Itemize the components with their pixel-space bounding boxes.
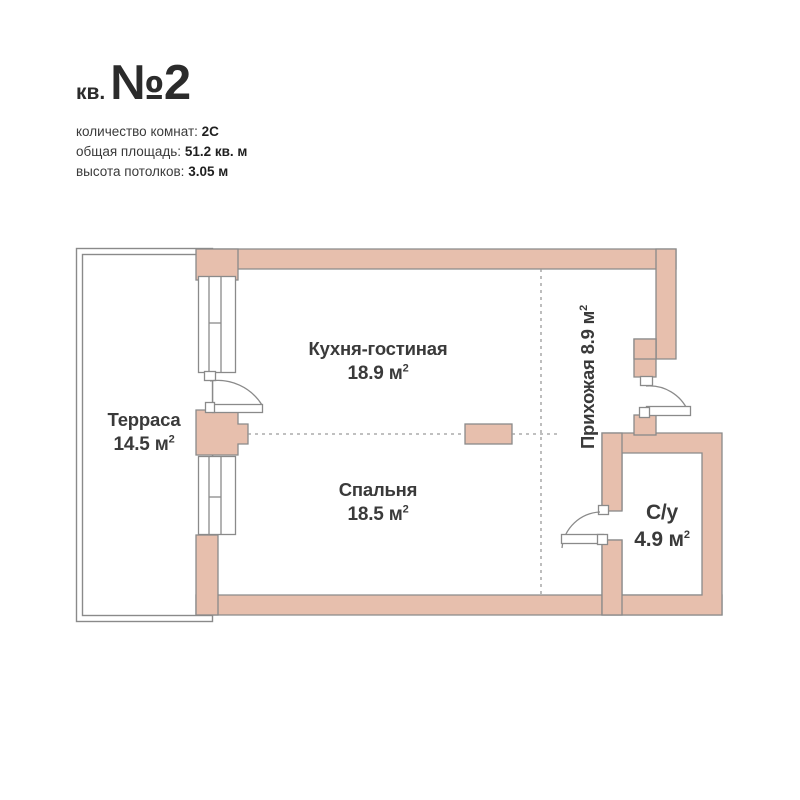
room-area-bedroom: 18.5 м2 bbox=[288, 502, 468, 527]
bathroom-door bbox=[560, 504, 610, 549]
room-label-bedroom: Спальня 18.5 м2 bbox=[288, 478, 468, 527]
room-label-hallway: Прихожая 8.9 м2 bbox=[577, 287, 599, 467]
spec-row-rooms: количество комнат: 2С bbox=[76, 122, 496, 142]
spec-value-ceiling: 3.05 м bbox=[188, 164, 229, 179]
entrance-door bbox=[638, 375, 692, 419]
structural-walls bbox=[195, 248, 723, 616]
spec-row-ceiling: высота потолков: 3.05 м bbox=[76, 162, 496, 182]
spec-row-area: общая площадь: 51.2 кв. м bbox=[76, 142, 496, 162]
room-area-sup-hallway: 2 bbox=[577, 304, 590, 311]
room-name-hallway: Прихожая 8.9 м bbox=[577, 310, 598, 450]
room-area-kitchen-living: 18.9 м2 bbox=[268, 361, 488, 386]
room-area-sup-bedroom: 2 bbox=[402, 503, 409, 516]
window-lower bbox=[197, 455, 237, 536]
room-area-sup-kitchen-living: 2 bbox=[402, 362, 409, 375]
room-area-bathroom: 4.9 м2 bbox=[602, 526, 722, 553]
room-name-terrace: Терраса bbox=[107, 409, 181, 430]
spec-label-ceiling: высота потолков: bbox=[76, 164, 185, 179]
room-area-sup-bathroom: 2 bbox=[683, 529, 690, 541]
room-area-value-kitchen-living: 18.9 м bbox=[347, 363, 403, 384]
window-upper bbox=[197, 275, 237, 374]
partition-stub bbox=[464, 423, 513, 445]
plan-header: кв. №2 количество комнат: 2С общая площа… bbox=[76, 58, 496, 182]
room-area-terrace: 14.5 м2 bbox=[78, 432, 210, 457]
room-area-sup-terrace: 2 bbox=[168, 433, 175, 446]
room-area-value-bathroom: 4.9 м bbox=[634, 528, 684, 551]
spec-list: количество комнат: 2С общая площадь: 51.… bbox=[76, 122, 496, 182]
apartment-number: №2 bbox=[110, 56, 191, 110]
terrace-door bbox=[203, 370, 264, 414]
spec-value-rooms: 2С bbox=[201, 124, 219, 139]
room-name-bedroom: Спальня bbox=[338, 479, 418, 500]
page-title: кв. №2 bbox=[76, 58, 496, 108]
spec-label-area: общая площадь: bbox=[76, 144, 182, 159]
room-label-terrace: Терраса 14.5 м2 bbox=[78, 408, 210, 457]
room-label-kitchen-living: Кухня-гостиная 18.9 м2 bbox=[268, 337, 488, 386]
terrace-outline bbox=[75, 247, 214, 623]
room-area-value-terrace: 14.5 м bbox=[113, 434, 169, 455]
room-area-value-bedroom: 18.5 м bbox=[347, 504, 403, 525]
room-name-kitchen-living: Кухня-гостиная bbox=[308, 338, 448, 359]
virtual-partitions bbox=[248, 269, 560, 597]
room-name-bathroom: С/у bbox=[645, 501, 679, 524]
spec-value-area: 51.2 кв. м bbox=[184, 144, 248, 159]
title-prefix: кв. bbox=[76, 81, 106, 104]
room-label-bathroom: С/у 4.9 м2 bbox=[602, 500, 722, 553]
spec-label-rooms: количество комнат: bbox=[76, 124, 198, 139]
